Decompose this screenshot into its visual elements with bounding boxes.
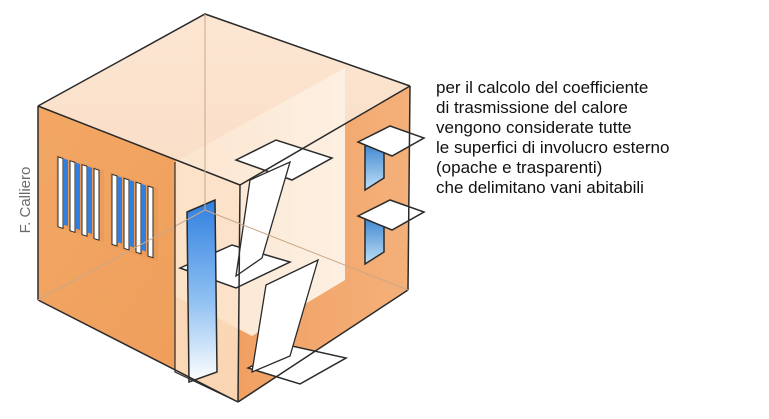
right-wall-window-upper bbox=[356, 125, 426, 192]
left-wall-window-bank-2 bbox=[110, 172, 158, 262]
cut-plane-outline bbox=[174, 162, 239, 403]
caption-line-2: di trasmissione del calore bbox=[436, 98, 628, 117]
caption-text: per il calcolo del coefficiente di trasm… bbox=[436, 78, 766, 198]
caption-line-1: per il calcolo del coefficiente bbox=[436, 78, 649, 97]
hidden-edges bbox=[37, 14, 409, 301]
caption-line-5: (opache e trasparenti) bbox=[436, 158, 603, 177]
caption-line-3: vengono considerate tutte bbox=[436, 118, 632, 137]
interior-partition-upper bbox=[235, 160, 292, 278]
caption-line-6: che delimitano vani abitabili bbox=[436, 178, 644, 197]
author-credit: F. Calliero bbox=[17, 167, 34, 234]
left-wall-window-bank-1 bbox=[56, 155, 104, 242]
large-window-glass bbox=[186, 198, 218, 384]
interior-partition-lower bbox=[251, 258, 320, 374]
caption-line-4: le superfici di involucro esterno bbox=[436, 138, 670, 157]
right-wall-window-lower bbox=[356, 199, 426, 266]
